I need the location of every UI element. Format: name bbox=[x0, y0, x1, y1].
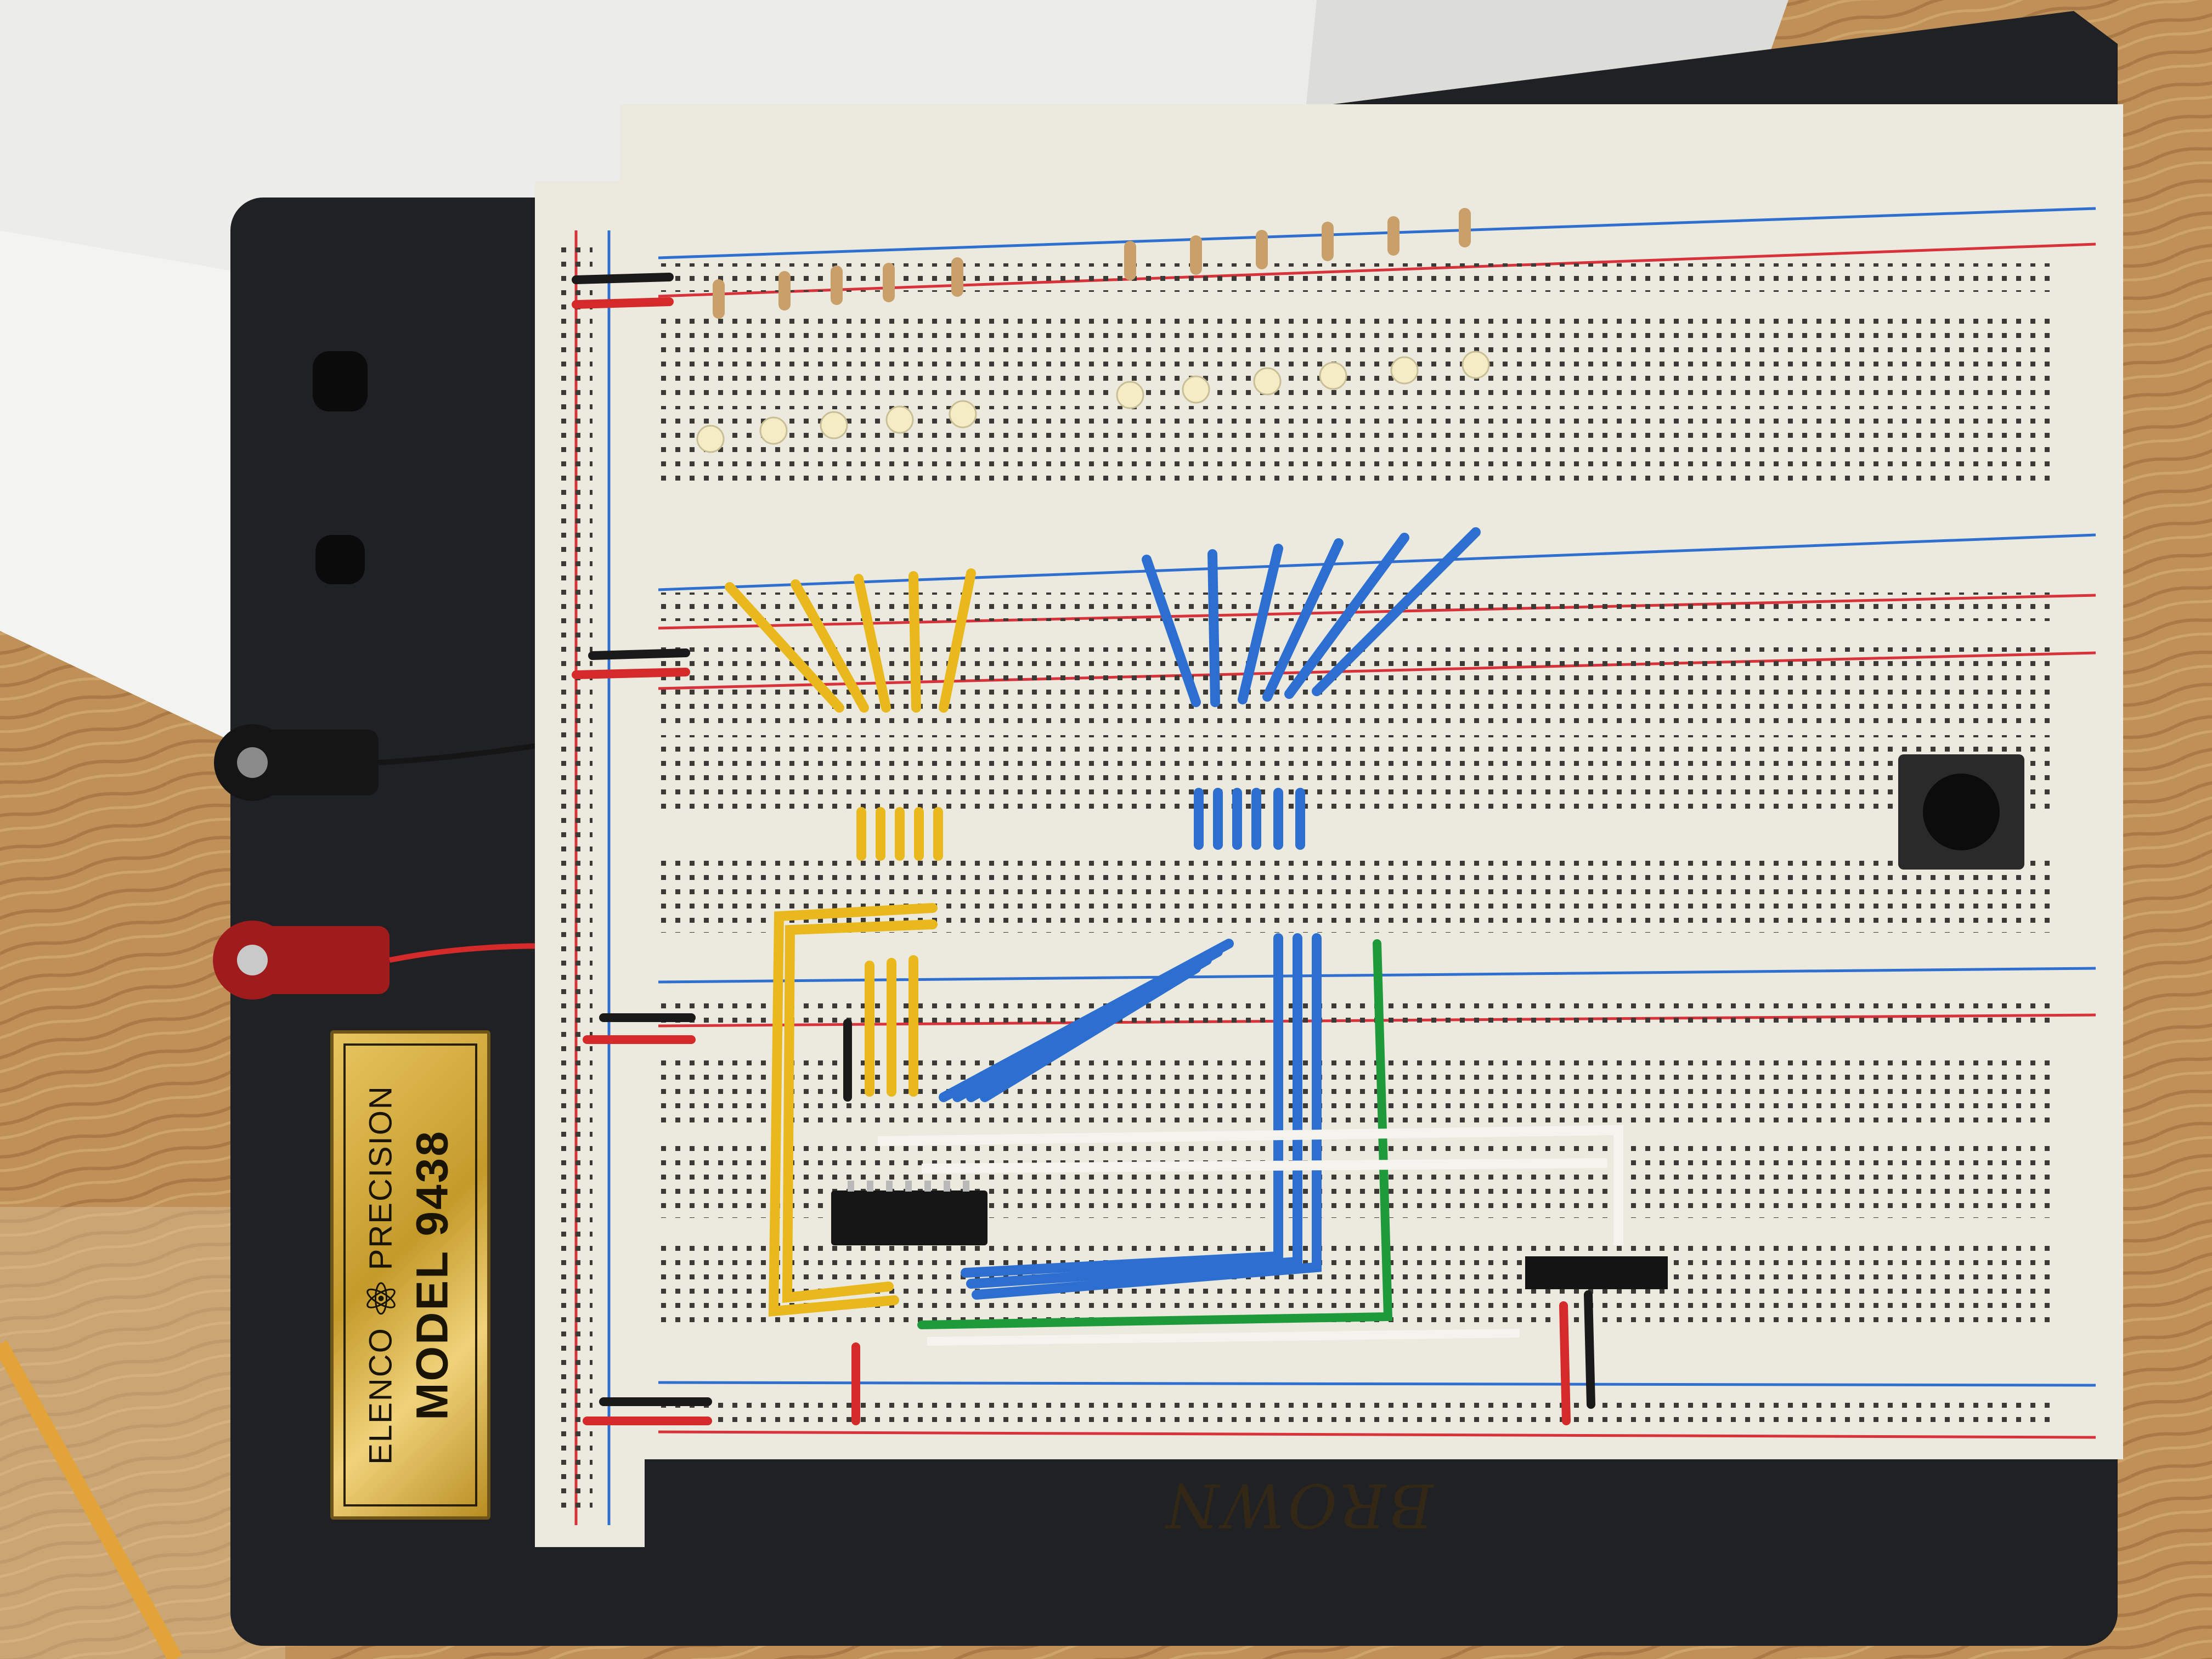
table-marking: BROWN bbox=[1163, 1470, 1434, 1541]
push-button-cap bbox=[1923, 774, 2000, 850]
pencil bbox=[0, 1340, 183, 1659]
power-jumpers bbox=[572, 273, 1595, 1425]
hole-grid bbox=[554, 241, 592, 1514]
hole-grid bbox=[653, 1053, 2057, 1130]
hole-grid bbox=[653, 1245, 2057, 1322]
white-jumper-wire bbox=[921, 1158, 1608, 1173]
resistor-row bbox=[713, 208, 1471, 319]
white-jumper-wire bbox=[927, 1329, 1520, 1346]
hole-grid bbox=[653, 856, 2057, 933]
blue-jumper-wires bbox=[939, 527, 1481, 1300]
hole-grid bbox=[653, 318, 2057, 395]
ic-pins bbox=[848, 1181, 969, 1192]
nameplate-text: ELENCO PRECISION MODEL 9438 bbox=[363, 1085, 459, 1465]
nameplate-line: PRECISION bbox=[363, 1085, 399, 1271]
atom-logo-icon bbox=[366, 1282, 396, 1315]
white-jumper-wire bbox=[877, 1125, 1623, 1245]
model-nameplate: ELENCO PRECISION MODEL 9438 bbox=[330, 1030, 490, 1520]
hole-grid bbox=[653, 735, 2057, 817]
pin-header bbox=[1525, 1256, 1668, 1289]
nameplate-border bbox=[343, 1043, 477, 1506]
hole-grid bbox=[653, 1393, 2057, 1422]
mounting-slot bbox=[313, 351, 368, 411]
hole-grid bbox=[653, 406, 2057, 488]
nameplate-brand: ELENCO bbox=[363, 1327, 399, 1465]
ic-chip bbox=[831, 1190, 988, 1245]
nameplate-brand-line: ELENCO PRECISION bbox=[363, 1085, 399, 1465]
binding-post-red bbox=[213, 921, 390, 1000]
paper-sheet bbox=[0, 230, 252, 741]
green-jumper-wire bbox=[917, 939, 1393, 1329]
rail-stripe-blue bbox=[658, 207, 2096, 259]
rail-stripe-blue bbox=[658, 533, 2096, 591]
yellow-jumper-wires bbox=[725, 568, 976, 1317]
binding-post-black bbox=[214, 724, 379, 801]
mounting-slot bbox=[315, 535, 365, 584]
nameplate-model: MODEL 9438 bbox=[407, 1130, 458, 1420]
led-row bbox=[696, 351, 1490, 453]
rail-stripe-red bbox=[658, 1430, 2096, 1439]
hole-grid bbox=[653, 263, 2057, 292]
hole-grid bbox=[653, 998, 2057, 1027]
rail-stripe-blue bbox=[658, 1381, 2096, 1387]
breadboard-top bbox=[620, 104, 2118, 230]
